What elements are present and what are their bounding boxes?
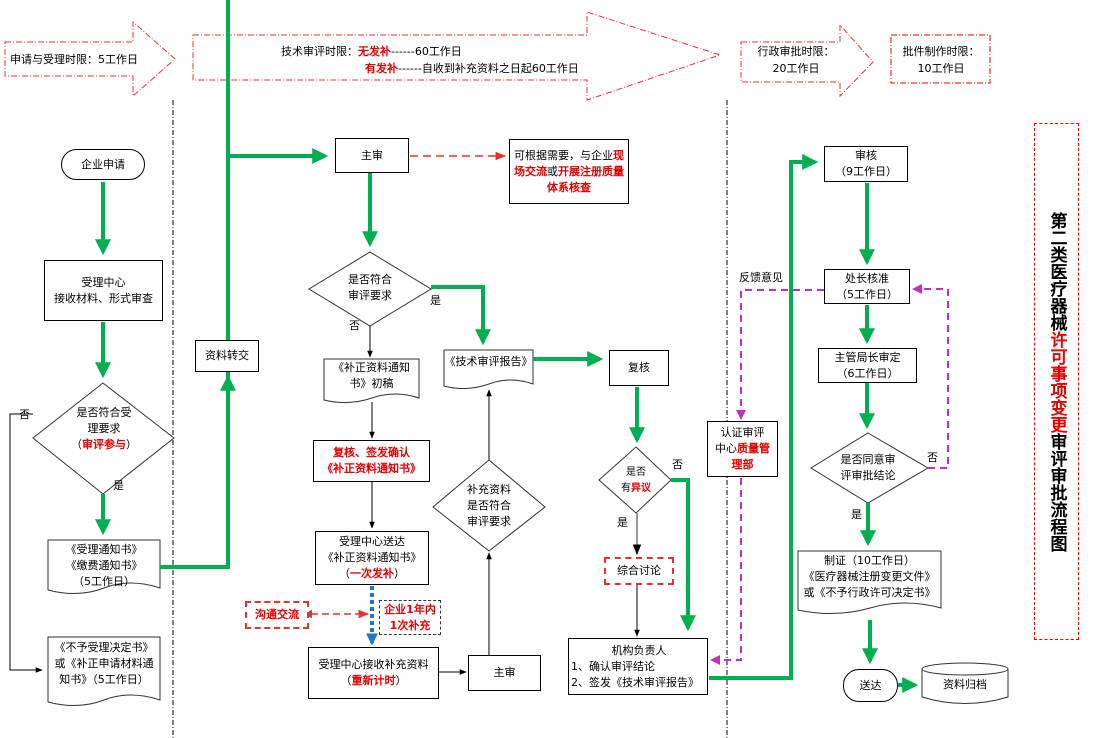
node-quality-dept[interactable]: 认证审评 中心质量管 理部	[707, 421, 778, 477]
label-no-acceptance: 否	[19, 408, 30, 421]
label-no-agree: 否	[927, 451, 938, 464]
banner-box-certificate	[890, 34, 991, 84]
node-acceptance-notice[interactable]: 《受理通知书》 《缴费通知书》 （5工作日）	[65, 543, 143, 588]
doc-correction-draft	[323, 358, 420, 404]
label-yes-agree: 是	[851, 508, 862, 521]
doc-certificate	[797, 550, 942, 615]
no-supplement-label: 无发补	[358, 45, 391, 58]
label-yes-review: 是	[430, 294, 441, 307]
node-institution-head[interactable]: 机构负责人 1、确认审评结论 2、签发《技术审评报告》	[568, 638, 708, 695]
with-supplement-value: ------自收到补充资料之日起60工作日	[398, 62, 579, 75]
with-supplement-label: 有发补	[365, 62, 398, 75]
node-rejection-notice[interactable]: 《不予受理决定书》 或《补正申请材料通 知书》（5工作日）	[54, 641, 154, 686]
node-archive[interactable]: 资料归档	[943, 678, 987, 691]
banner-certificate-label: 批件制作时限：	[902, 45, 980, 58]
label-agree-decision: 是否同意审 评审批结论	[840, 453, 896, 482]
node-discussion[interactable]: 综合讨论	[604, 557, 674, 585]
banner-acceptance-value: 5工作日	[98, 53, 138, 66]
label-objection-decision: 是否 有异议	[621, 467, 651, 494]
doc-tech-report	[443, 349, 534, 390]
label-yes-objection: 是	[617, 516, 628, 529]
node-communication[interactable]: 沟通交流	[245, 601, 309, 629]
banner-technical: 技术审评时限：无发补------60工作日 有发补------自收到补充资料之日…	[281, 43, 579, 77]
banner-certificate: 批件制作时限： 10工作日	[895, 43, 987, 77]
node-correction-draft[interactable]: 《补正资料通知 书》初稿	[333, 361, 410, 390]
node-recheck-sign[interactable]: 复核、签发确认 《补正资料通知书》	[313, 440, 430, 482]
node-one-year-supplement: 企业1年内 1次补充	[379, 600, 441, 635]
node-main-review[interactable]: 主审	[335, 138, 409, 173]
banner-acceptance: 申请与受理时限：5工作日	[10, 51, 138, 68]
node-main-review-2[interactable]: 主审	[468, 655, 541, 691]
doc-acceptance-notice	[47, 539, 161, 594]
diamond-supplement	[432, 459, 546, 552]
node-onsite-note[interactable]: 可根据需要，与企业现 场交流或开展注册质量 体系核查	[509, 139, 629, 204]
label-no-objection: 否	[672, 458, 683, 471]
banner-administrative-label: 行政审批时限：	[757, 45, 835, 58]
node-acceptance-center[interactable]: 受理中心 接收材料、形式审查	[44, 260, 163, 321]
node-enterprise-apply[interactable]: 企业申请	[61, 149, 145, 180]
node-delivery[interactable]: 送达	[843, 669, 898, 702]
node-receive-supplement[interactable]: 受理中心接收补充资料 （重新计时）	[308, 647, 439, 699]
node-bureau-approve[interactable]: 主管局长审定 （6工作日）	[818, 348, 917, 383]
banner-arrow-administrative	[740, 23, 874, 98]
label-review-decision: 是否符合 审评要求	[348, 273, 392, 302]
label-no-review: 否	[349, 319, 360, 332]
node-recheck[interactable]: 复核	[609, 350, 669, 386]
doc-rejection-notice	[47, 636, 161, 706]
node-director-approve[interactable]: 处长核准 （5工作日）	[824, 269, 910, 304]
node-certificate-make[interactable]: 制证（10工作日） 《医疗器械注册变更文件》 或《不予行政许可决定书》	[803, 554, 936, 599]
label-yes-acceptance: 是	[113, 479, 124, 492]
node-deliver-notice[interactable]: 受理中心送达 《补正资料通知书》 （一次发补）	[315, 531, 429, 585]
diamond-objection	[598, 446, 672, 514]
banner-technical-label: 技术审评时限：	[281, 45, 358, 58]
banner-administrative: 行政审批时限： 20工作日	[756, 43, 836, 77]
node-audit[interactable]: 审核 （9工作日）	[824, 146, 908, 182]
banner-arrow-technical	[192, 11, 722, 101]
banner-administrative-value: 20工作日	[772, 62, 820, 75]
no-supplement-value: ------60工作日	[391, 45, 462, 58]
cylinder-archive	[921, 669, 1009, 704]
node-tech-report[interactable]: 《技术审评报告》	[444, 355, 533, 368]
diagram-title: 第二类医疗器械许可事项变更审评审批流程图	[1046, 211, 1067, 552]
label-feedback: 反馈意见	[739, 271, 783, 284]
diagram-title-box: 第二类医疗器械许可事项变更审评审批流程图	[1034, 123, 1079, 640]
banner-acceptance-label: 申请与受理时限：	[10, 53, 98, 66]
label-acceptance-decision: 是否符合受 理要求 （审评参与）	[71, 406, 137, 451]
banner-certificate-value: 10工作日	[917, 62, 965, 75]
label-supplement-decision: 补充资料 是否符合 审评要求	[467, 483, 511, 528]
banner-arrow-acceptance	[4, 20, 176, 98]
node-material-transfer[interactable]: 资料转交	[195, 340, 259, 372]
